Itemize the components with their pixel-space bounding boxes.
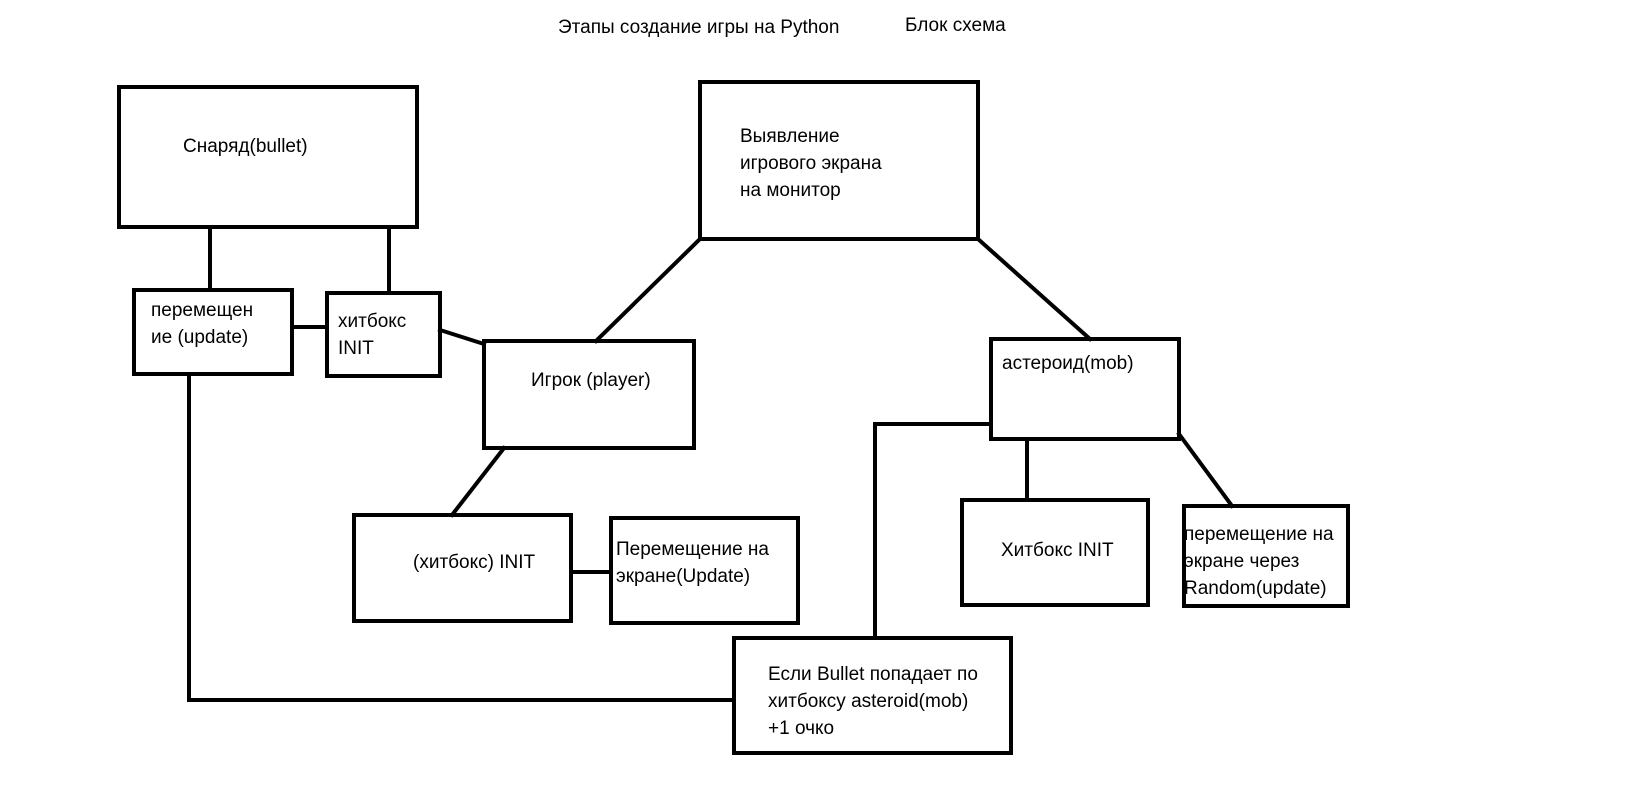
connector-line [1176,431,1235,509]
player-hitbox-box [352,513,573,623]
bullet-move-label-line: перемещен [151,300,254,321]
asteroid-move-label: перемещение на экране через Random(updat… [1184,521,1334,602]
player-box [482,339,696,450]
asteroid-move-box [1182,504,1350,608]
screen-label-line: на монитор [740,180,841,201]
diagram-subtitle: Блок схема [905,15,1006,36]
player-move-label: Перемещение на экране(Update) [616,536,769,590]
score-box [732,636,1013,755]
connector-line [437,327,487,347]
bullet-hitbox-label: хитбокс INIT [338,308,406,362]
connector-line [187,372,736,702]
bullet-move-box [132,288,294,376]
bullet-move-label: перемещен ие (update) [151,297,253,351]
score-label-line: хитбоксу asteroid(mob) [768,691,969,712]
score-label: Если Bullet попадает по хитбоксу asteroi… [768,661,978,742]
asteroid-move-label-line: Random(update) [1184,578,1327,599]
player-label: Игрок (player) [531,370,651,391]
bullet-hitbox-box [325,291,442,378]
asteroid-move-label-line: экране через [1184,551,1300,572]
diagram-title: Этапы создание игры на Python [558,17,840,38]
screen-label: Выявление игрового экрана на монитор [740,123,882,204]
screen-label-line: игрового экрана [740,153,882,174]
score-label-line: Если Bullet попадает по [768,664,978,685]
bullet-move-label-line: ие (update) [151,327,249,348]
connector-line [873,422,989,640]
screen-label-line: Выявление [740,126,840,147]
score-label-line: +1 очко [768,718,835,739]
player-move-label-line: Перемещение на [616,539,769,560]
asteroid-hitbox-label: Хитбокс INIT [1001,540,1114,561]
asteroid-move-label-line: перемещение на [1184,524,1334,545]
bullet-hitbox-label-line: INIT [338,338,374,359]
connector-line [975,236,1093,342]
asteroid-label: астероид(mob) [1002,353,1134,374]
asteroid-box [989,337,1181,441]
player-hitbox-label: (хитбокс) INIT [413,552,536,573]
asteroid-hitbox-box [960,498,1150,607]
bullet-hitbox-label-line: хитбокс [338,311,407,332]
bullet-box [117,85,419,229]
connector-line [449,445,507,518]
connector-line [593,236,703,344]
bullet-label: Снаряд(bullet) [183,136,308,157]
screen-box [698,80,980,241]
player-move-label-line: экране(Update) [616,566,751,587]
